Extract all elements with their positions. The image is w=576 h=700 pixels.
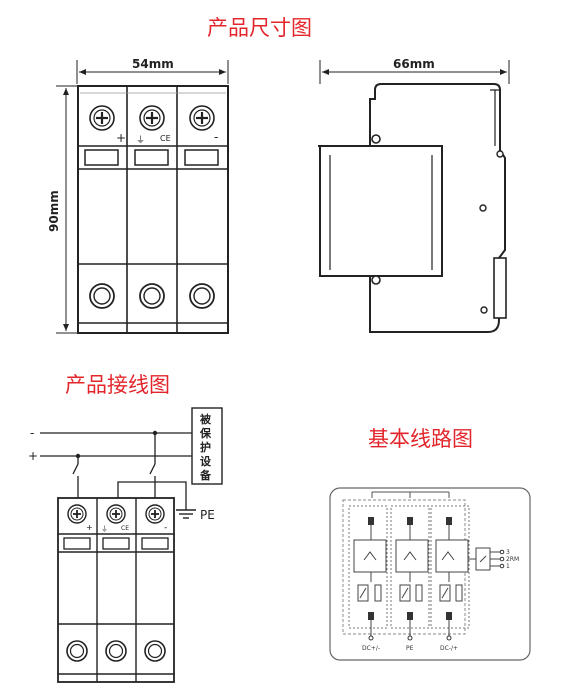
- ce-mark: CE: [121, 525, 129, 532]
- terminal-icon: [105, 640, 127, 662]
- screw-icon: [89, 105, 115, 131]
- circuit-module: [390, 505, 430, 636]
- circuit-diagram: DC+/- PE DC-/+ 3 2RM 1: [329, 487, 531, 661]
- protected-device-char: 备: [199, 468, 212, 482]
- height-dimension-label: 90mm: [47, 190, 61, 232]
- screw-icon: [145, 504, 165, 524]
- wiring-diagram-title: 产品接线图: [65, 373, 170, 397]
- width-dimension-label: 54mm: [132, 57, 174, 71]
- pe-label: PE: [200, 508, 215, 522]
- plus-line-label: +: [28, 449, 38, 463]
- terminal-icon: [144, 640, 166, 662]
- terminal-icon: [139, 283, 165, 309]
- protected-device-char: 设: [200, 454, 212, 468]
- protected-device-char: 护: [200, 440, 211, 454]
- dimension-drawing-title: 产品尺寸图: [207, 16, 312, 40]
- circuit-module: [430, 505, 470, 636]
- front-view: 54mm 90mm: [47, 57, 229, 334]
- circuit-diagram-title: 基本线路图: [368, 427, 473, 451]
- terminal-label: DC+/-: [362, 645, 380, 652]
- terminal-label: PE: [406, 645, 414, 652]
- protected-device-char: 保: [199, 426, 212, 440]
- circuit-module: [348, 505, 388, 636]
- minus-mark: -: [164, 523, 167, 533]
- screw-icon: [189, 105, 215, 131]
- plus-mark: +: [86, 523, 93, 532]
- screw-icon: [106, 504, 126, 524]
- terminal-icon: [189, 283, 215, 309]
- ce-mark: CE: [160, 134, 171, 143]
- ground-mark-icon: ⏚: [101, 525, 108, 533]
- ground-mark-icon: ⏚: [136, 135, 145, 146]
- protected-device-char: 被: [200, 412, 212, 426]
- depth-dimension-label: 66mm: [393, 57, 435, 71]
- plus-mark: +: [116, 131, 126, 145]
- screw-icon: [67, 504, 87, 524]
- terminal-icon: [89, 283, 115, 309]
- remote-label: 3: [506, 549, 510, 556]
- screw-icon: [139, 105, 165, 131]
- side-view: 66mm: [318, 57, 510, 333]
- terminal-label: DC-/+: [440, 645, 458, 652]
- minus-mark: -: [214, 130, 218, 144]
- wiring-diagram: - + PE 被 保 护 设 备: [28, 407, 223, 683]
- remote-label: 2RM: [506, 556, 519, 563]
- minus-line-label: -: [30, 426, 34, 440]
- terminal-icon: [66, 640, 88, 662]
- remote-label: 1: [506, 563, 510, 570]
